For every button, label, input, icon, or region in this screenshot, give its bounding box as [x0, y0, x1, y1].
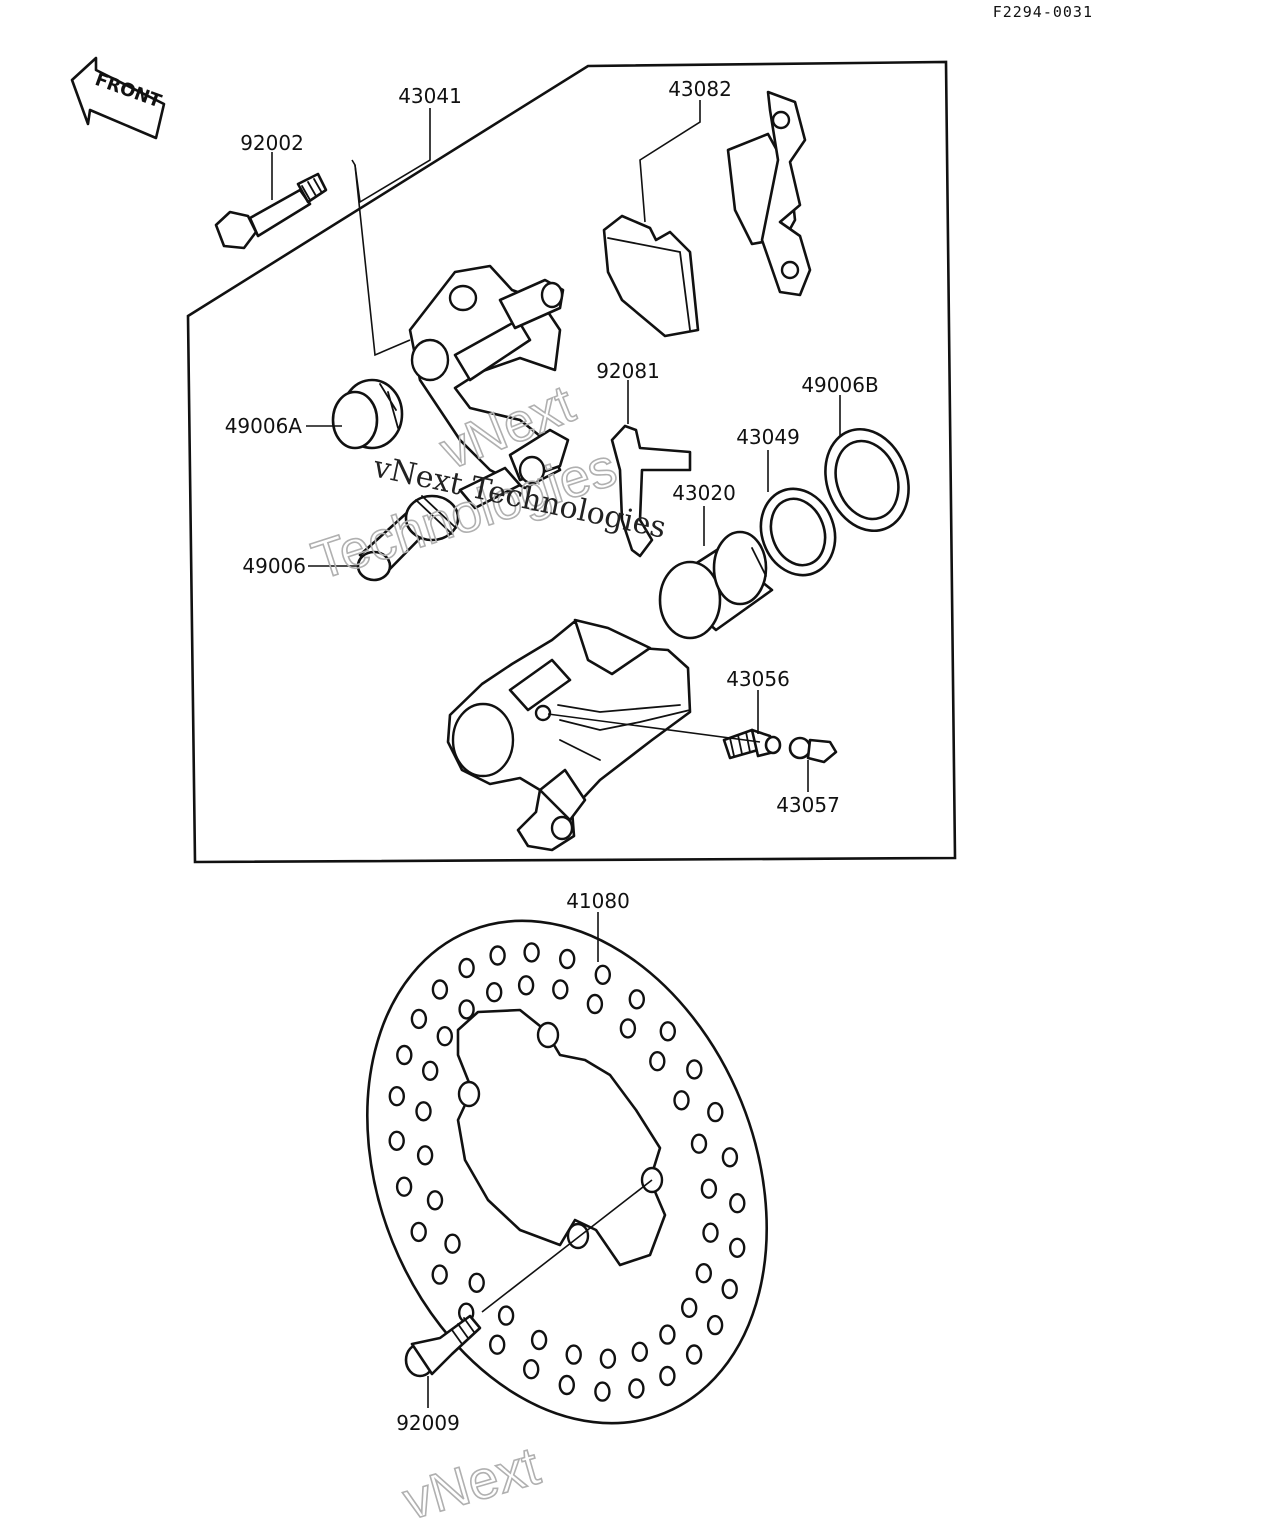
disc-hole — [431, 1264, 448, 1285]
drawing-code: F2294-0031 — [993, 3, 1093, 21]
disc-hole — [530, 1329, 548, 1351]
caliper-bracket — [408, 264, 570, 510]
leader-lines — [271, 100, 841, 1408]
disc-hole — [721, 1278, 738, 1300]
disc-hole — [415, 1101, 432, 1122]
part-label-92009: 92009 — [396, 1411, 460, 1435]
boot-49006A — [331, 378, 404, 450]
disc-hole — [594, 964, 611, 985]
disc-hole — [628, 989, 645, 1010]
part-label-43049: 43049 — [736, 425, 800, 449]
brake-pad-rear — [726, 90, 812, 297]
disc-hole — [431, 979, 449, 1000]
disc-hole — [599, 1348, 617, 1369]
disc-hole — [416, 1145, 434, 1166]
disc-hole — [444, 1233, 461, 1254]
disc-hole — [468, 1272, 485, 1294]
disc-hole — [422, 1060, 439, 1082]
disc-hole — [700, 1178, 718, 1199]
disc-hole — [552, 979, 569, 1000]
part-label-43020: 43020 — [672, 481, 736, 505]
disc-hole — [436, 1025, 453, 1047]
part-label-43041: 43041 — [398, 84, 462, 108]
bolt-92002 — [214, 172, 328, 250]
bleeder-cap-43057 — [788, 736, 838, 764]
disc-hole — [558, 1374, 575, 1396]
disc-hole — [721, 1147, 739, 1168]
disc-hole — [681, 1297, 698, 1319]
disc-hole — [706, 1314, 724, 1336]
part-label-49006B: 49006B — [801, 373, 878, 397]
disc-hole — [631, 1341, 648, 1363]
disc-hole — [395, 1176, 413, 1197]
disc-hole — [695, 1262, 712, 1284]
part-label-43082: 43082 — [668, 77, 732, 101]
part-label-49006: 49006 — [242, 554, 306, 578]
disc-hole — [517, 975, 535, 996]
caliper-body — [446, 618, 692, 852]
disc-hole — [702, 1222, 719, 1243]
piston-seal-43049 — [759, 487, 837, 577]
brake-disc-41080 — [366, 919, 768, 1425]
disc-hole — [497, 1305, 515, 1326]
part-label-92081: 92081 — [596, 359, 660, 383]
disc-hole — [673, 1090, 690, 1111]
disc-hole — [565, 1344, 582, 1365]
caliper-assembly-frame — [186, 60, 957, 864]
disc-hole — [619, 1018, 637, 1039]
part-label-43057: 43057 — [776, 793, 840, 817]
disc-hole — [410, 1221, 427, 1243]
disc-hole — [649, 1050, 666, 1072]
disc-hole — [523, 1358, 540, 1380]
disc-screw-92009 — [404, 1314, 482, 1378]
disc-hole — [388, 1130, 405, 1152]
disc-hole — [729, 1192, 746, 1214]
disc-hole — [458, 957, 475, 979]
sleeve-49006 — [356, 494, 460, 582]
disc-hole — [458, 999, 475, 1020]
part-label-41080: 41080 — [566, 889, 630, 913]
disc-hole — [489, 1334, 506, 1355]
disc-hole — [586, 993, 604, 1015]
disc-hole — [426, 1190, 444, 1211]
disc-hole — [659, 1324, 676, 1345]
disc-hole — [686, 1059, 703, 1080]
brake-pad-front — [602, 214, 700, 338]
disc-hole — [523, 942, 540, 963]
bleeder-valve-43056 — [722, 728, 782, 760]
disc-hole — [685, 1344, 703, 1365]
disc-hole — [559, 948, 576, 970]
disc-hole — [729, 1237, 746, 1259]
disc-hole — [410, 1008, 428, 1030]
disc-hole — [594, 1381, 611, 1402]
part-label-92002: 92002 — [240, 131, 304, 155]
disc-hole — [690, 1133, 708, 1154]
disc-hole — [388, 1085, 405, 1107]
front-arrow-icon: FRONT — [70, 56, 166, 140]
disc-hole — [486, 982, 503, 1003]
disc-hole — [628, 1378, 645, 1399]
disc-hole — [396, 1044, 413, 1066]
watermark-outline-vnext-bottom: vNext — [397, 1436, 546, 1532]
part-label-49006A: 49006A — [225, 414, 303, 438]
disc-hole — [659, 1365, 676, 1387]
part-label-43056: 43056 — [726, 667, 790, 691]
disc-hole — [659, 1021, 676, 1042]
piston-43020 — [658, 530, 774, 640]
dust-seal-49006B — [824, 427, 910, 533]
disc-hole — [489, 945, 506, 966]
disc-hole — [707, 1101, 724, 1123]
pad-spring-92081 — [610, 424, 692, 558]
